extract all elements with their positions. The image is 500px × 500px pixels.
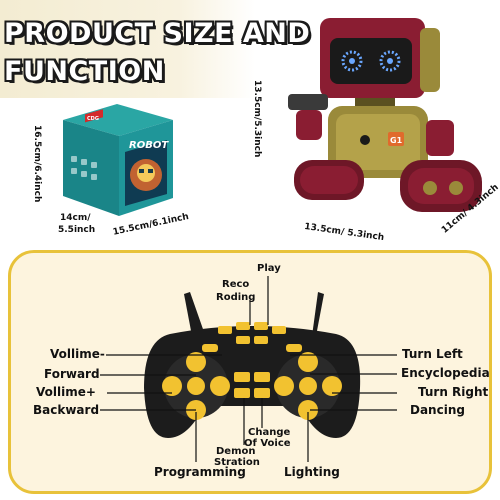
label-demon-2: Stration <box>214 457 260 468</box>
label-forward: Forward <box>44 367 100 381</box>
box-logo-text: CDG <box>87 116 99 122</box>
label-reco-2: Roding <box>216 292 256 303</box>
robot-badge-text: G1 <box>390 136 403 145</box>
label-turn-right: Turn Right <box>418 385 489 399</box>
label-dancing: Dancing <box>410 403 465 417</box>
label-demon-1: Demon <box>216 446 256 457</box>
box-depth-label-1: 14cm/ <box>60 213 91 223</box>
page-title-line1: PRODUCT SIZE AND <box>4 18 311 49</box>
label-backward: Backward <box>33 403 100 417</box>
page-title-line2: FUNCTION <box>4 56 165 87</box>
box-depth-label-2: 5.5inch <box>58 225 96 235</box>
box-brand-text: ROBOT <box>129 140 169 151</box>
label-change-1: Change <box>248 427 291 438</box>
label-vollime-minus: Vollime- <box>50 347 105 361</box>
label-vollime-plus: Vollime+ <box>36 385 96 399</box>
label-turn-left: Turn Left <box>402 347 463 361</box>
label-reco-1: Reco <box>222 279 250 290</box>
header-banner <box>0 0 255 98</box>
box-image: ROBOT CDG <box>63 104 173 216</box>
svg-text:ROBOT: ROBOT <box>129 140 169 151</box>
label-programming: Programming <box>154 465 246 479</box>
label-encyclopedia: Encyclopedia <box>401 366 490 380</box>
robot-image: G1 <box>288 18 482 212</box>
label-lighting: Lighting <box>284 465 340 479</box>
label-change-2: Of Voice <box>244 438 291 449</box>
label-play: Play <box>257 263 281 274</box>
controller-image <box>144 292 361 438</box>
